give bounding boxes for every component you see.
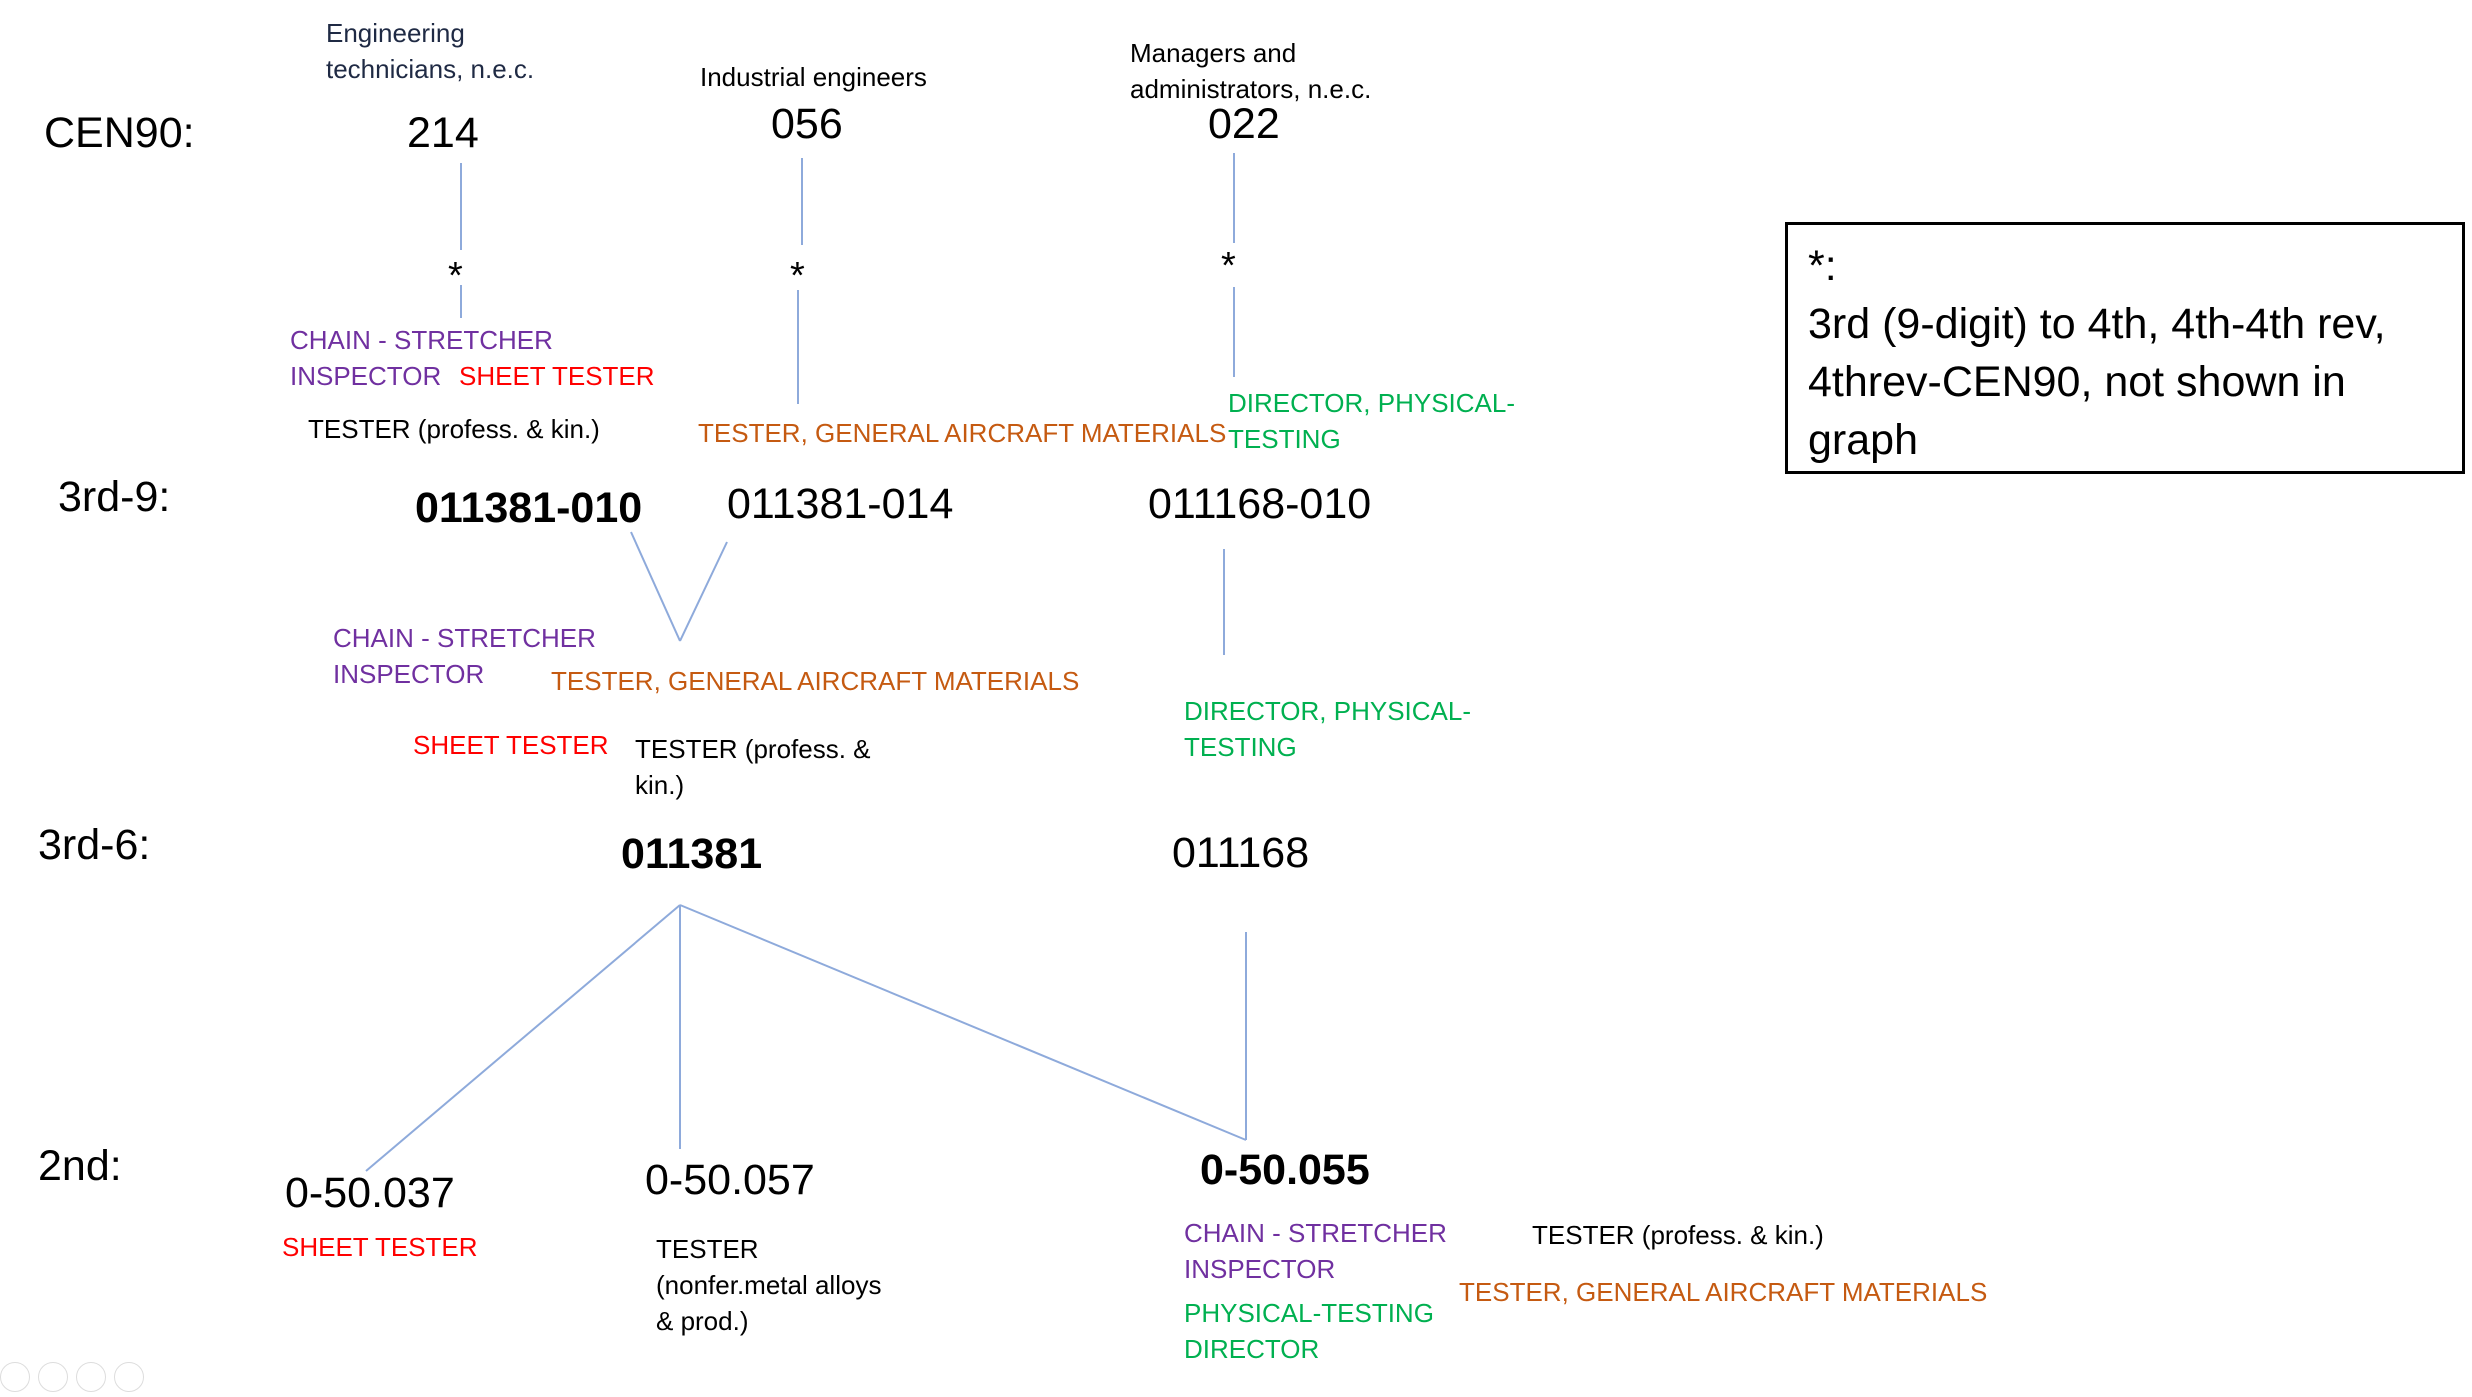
- label-tester-profess-top: TESTER (profess. & kin.): [308, 414, 600, 444]
- footnote-line3: graph: [1808, 416, 1918, 465]
- label-physical-testing-bottom-line1: PHYSICAL-TESTING: [1184, 1298, 1434, 1328]
- code-011168: 011168: [1172, 829, 1310, 877]
- label-chain-stretcher-top: CHAIN - STRETCHER: [290, 325, 553, 355]
- slide-navigation-dots: [0, 1362, 152, 1397]
- label-physical-testing-bottom-line2: DIRECTOR: [1184, 1334, 1320, 1364]
- label-tester-profess-mid-line1: TESTER (profess. &: [635, 734, 871, 764]
- row-label-3rd-9: 3rd-9:: [58, 473, 171, 521]
- label-chain-stretcher-bottom: CHAIN - STRETCHER: [1184, 1218, 1447, 1248]
- code-011381: 011381: [621, 830, 763, 878]
- code-0-50-037: 0-50.037: [285, 1169, 455, 1217]
- connector-011381-to-0-50-037: [365, 904, 681, 1172]
- label-tester-nonfer-line2: (nonfer.metal alloys: [656, 1270, 882, 1300]
- connector-011381-to-0-50-055: [679, 904, 1247, 1141]
- label-tester-nonfer-line3: & prod.): [656, 1306, 749, 1336]
- cen90-code-056: 056: [771, 100, 843, 148]
- label-director-physical-top-line1: DIRECTOR, PHYSICAL-: [1228, 388, 1516, 418]
- label-sheet-tester-bottom: SHEET TESTER: [282, 1232, 478, 1262]
- star-marker-col1: *: [448, 255, 463, 297]
- footnote-line1: 3rd (9-digit) to 4th, 4th-4th rev,: [1808, 300, 2386, 349]
- footnote-line2: 4threv-CEN90, not shown in: [1808, 358, 2346, 407]
- cen90-occupation-214-line1: Engineering: [326, 18, 465, 48]
- label-sheet-tester-top: SHEET TESTER: [459, 361, 655, 391]
- row-label-3rd-6: 3rd-6:: [38, 821, 151, 869]
- cen90-code-022: 022: [1208, 100, 1280, 148]
- code-0-50-057: 0-50.057: [645, 1156, 815, 1204]
- label-tester-profess-mid-line2: kin.): [635, 770, 685, 800]
- star-marker-col3: *: [1221, 245, 1236, 287]
- nav-dot: [0, 1362, 30, 1392]
- cen90-occupation-022-line2: administrators, n.e.c.: [1130, 74, 1372, 104]
- label-director-physical-top-line2: TESTING: [1228, 424, 1341, 454]
- cen90-occupation-022-line1: Managers and: [1130, 38, 1297, 68]
- footnote-star: *:: [1808, 242, 1837, 290]
- label-director-physical-mid-line2: TESTING: [1184, 732, 1297, 762]
- label-inspector-mid: INSPECTOR: [333, 659, 485, 689]
- star-marker-col2: *: [790, 255, 805, 297]
- row-label-2nd: 2nd:: [38, 1142, 122, 1190]
- label-chain-stretcher-mid: CHAIN - STRETCHER: [333, 623, 596, 653]
- nav-dot: [76, 1362, 106, 1392]
- label-sheet-tester-mid: SHEET TESTER: [413, 730, 609, 760]
- code-011381-010: 011381-010: [415, 484, 643, 532]
- label-tester-aircraft-top: TESTER, GENERAL AIRCRAFT MATERIALS: [698, 418, 1227, 448]
- label-inspector-bottom: INSPECTOR: [1184, 1254, 1336, 1284]
- row-label-cen90: CEN90:: [44, 109, 195, 157]
- code-0-50-055: 0-50.055: [1200, 1146, 1370, 1194]
- nav-dot: [38, 1362, 68, 1392]
- cen90-code-214: 214: [407, 109, 479, 157]
- label-tester-aircraft-mid: TESTER, GENERAL AIRCRAFT MATERIALS: [551, 666, 1080, 696]
- cen90-occupation-214-line2: technicians, n.e.c.: [326, 54, 535, 84]
- connector-011381-010-to-011381: [630, 531, 681, 642]
- label-tester-profess-bottom: TESTER (profess. & kin.): [1532, 1220, 1824, 1250]
- footnote-box: *: 3rd (9-digit) to 4th, 4th-4th rev, 4t…: [1785, 222, 2465, 474]
- nav-dot: [114, 1362, 144, 1392]
- label-inspector-top: INSPECTOR: [290, 361, 442, 391]
- cen90-occupation-056: Industrial engineers: [700, 62, 927, 92]
- connector-011381-014-to-011381: [679, 541, 728, 642]
- code-011381-014: 011381-014: [727, 480, 954, 528]
- code-011168-010: 011168-010: [1148, 480, 1372, 528]
- label-tester-aircraft-bottom: TESTER, GENERAL AIRCRAFT MATERIALS: [1459, 1277, 1988, 1307]
- label-tester-nonfer-line1: TESTER: [656, 1234, 759, 1264]
- label-director-physical-mid-line1: DIRECTOR, PHYSICAL-: [1184, 696, 1472, 726]
